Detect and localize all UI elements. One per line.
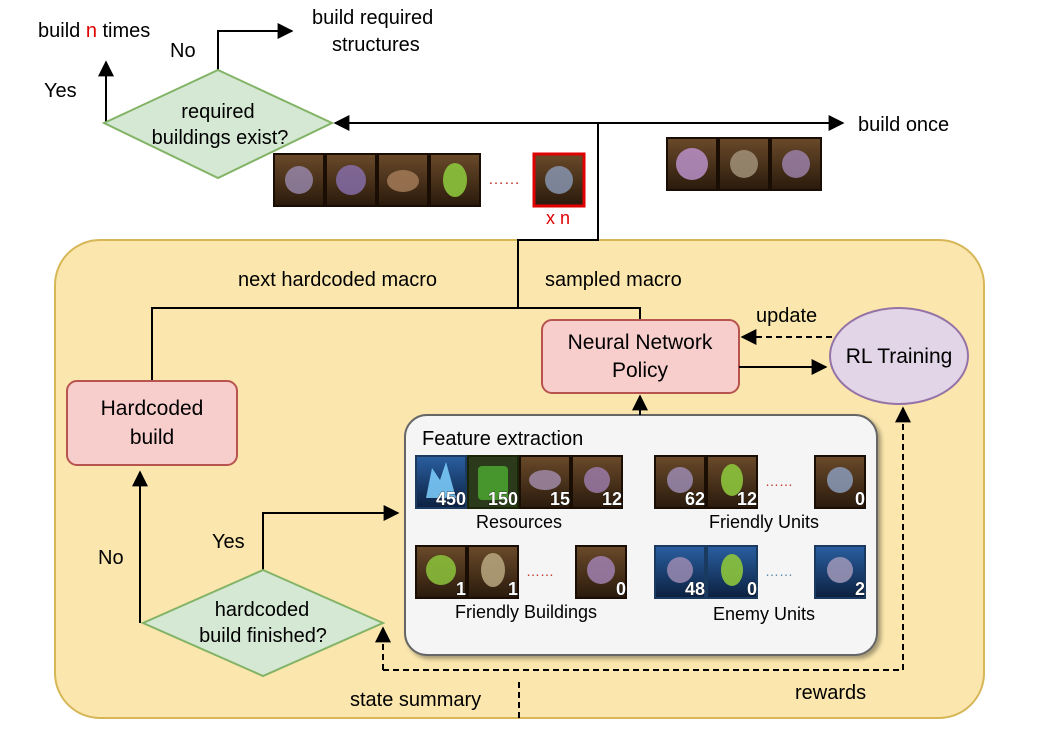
building-icon-shape — [481, 553, 505, 587]
yes-left-label: Yes — [212, 531, 245, 553]
nn-line2: Policy — [612, 359, 669, 382]
enemy-unit-value: 2 — [855, 579, 865, 599]
friendly-buildings-group: …… 1 1 0 Friendly Buildings — [415, 545, 627, 622]
build-n-times-label: build n times — [38, 20, 150, 42]
mineral-crystal-shape — [426, 462, 456, 498]
structure-icon-shape — [285, 166, 313, 194]
structure-icon-shape — [387, 170, 419, 192]
unit-icon-shape — [721, 464, 743, 496]
ellipsis-dots: …… — [765, 563, 793, 579]
unit-icon-shape — [782, 150, 810, 178]
unit-icon-shape — [730, 150, 758, 178]
no-top-label: No — [170, 40, 196, 62]
friendly-building-value: 0 — [616, 579, 626, 599]
friendly-unit-value: 12 — [737, 489, 757, 509]
decision2-line1: hardcoded — [215, 599, 310, 621]
rewards-line — [383, 406, 911, 671]
decision-line1: required — [181, 101, 254, 123]
resources-label: Resources — [476, 512, 562, 532]
unit-icon-shape — [676, 148, 708, 180]
decision2-line2: build finished? — [199, 625, 327, 647]
resource-value: 150 — [488, 489, 518, 509]
enemy-icon-shape — [667, 557, 693, 583]
ellipsis-dots: …… — [765, 473, 793, 489]
hardcoded-line2: build — [130, 426, 174, 449]
rl-training-label: RL Training — [846, 345, 953, 368]
required-structures-icons: …… x n — [273, 152, 586, 228]
required-buildings-decision — [101, 68, 335, 180]
connector-build-once — [517, 115, 845, 308]
connector-no-top — [217, 23, 294, 70]
next-hardcoded-macro-label: next hardcoded macro — [238, 269, 437, 291]
enemy-unit-value: 48 — [685, 579, 705, 599]
structure-icon — [429, 153, 481, 207]
friendly-units-label: Friendly Units — [709, 512, 819, 532]
resources-group: 450 150 15 12 Resources — [415, 455, 623, 532]
state-summary-label: state summary — [350, 689, 481, 711]
resource-value: 12 — [602, 489, 622, 509]
no-left-label: No — [98, 547, 124, 569]
building-icon-shape — [587, 556, 615, 584]
resource-value: 15 — [550, 489, 570, 509]
resource-value: 450 — [436, 489, 466, 509]
enemy-units-group: …… 48 0 2 Enemy Units — [654, 545, 866, 624]
friendly-unit-value: 62 — [685, 489, 705, 509]
neural-network-policy-box — [541, 319, 740, 394]
build-required-line2: structures — [332, 34, 420, 56]
build-once-label: build once — [858, 114, 949, 136]
hardcoded-finished-decision — [140, 568, 386, 678]
friendly-building-value: 1 — [456, 579, 466, 599]
feature-extraction-title: Feature extraction — [422, 428, 583, 450]
ellipsis-dots: …… — [488, 171, 520, 188]
friendly-building-value: 1 — [508, 579, 518, 599]
hardcoded-line1: Hardcoded — [101, 397, 204, 420]
sampled-macro-label: sampled macro — [545, 269, 682, 291]
enemy-icon-shape — [721, 554, 743, 586]
friendly-unit-value: 0 — [855, 489, 865, 509]
unit-icon-shape — [667, 467, 693, 493]
friendly-buildings-label: Friendly Buildings — [455, 602, 597, 622]
hardcoded-build-box — [66, 380, 238, 466]
ellipsis-dots: …… — [526, 563, 554, 579]
supply-icon-shape — [529, 470, 561, 490]
rewards-label: rewards — [795, 682, 866, 704]
structure-icon-shape — [443, 163, 467, 197]
connector-yes-left — [262, 505, 400, 570]
structure-icon-shape — [545, 166, 573, 194]
building-icon-shape — [426, 555, 456, 585]
enemy-icon-shape — [827, 557, 853, 583]
update-label: update — [756, 305, 817, 327]
decision-line2: buildings exist? — [152, 127, 289, 149]
build-once-icons — [666, 137, 822, 191]
enemy-units-label: Enemy Units — [713, 604, 815, 624]
enemy-unit-value: 0 — [747, 579, 757, 599]
unit-icon-shape — [827, 467, 853, 493]
structure-icon-shape — [336, 165, 366, 195]
nn-line1: Neural Network — [568, 331, 713, 354]
larva-icon-shape — [584, 467, 610, 493]
connector-next-hardcoded — [151, 307, 641, 381]
yes-top-label: Yes — [44, 80, 77, 102]
xn-label: x n — [546, 208, 570, 228]
gas-barrel-shape — [478, 466, 508, 500]
build-required-line1: build required — [312, 7, 433, 29]
friendly-units-group: …… 62 12 0 Friendly Units — [654, 455, 866, 532]
rl-training-node — [829, 307, 969, 405]
